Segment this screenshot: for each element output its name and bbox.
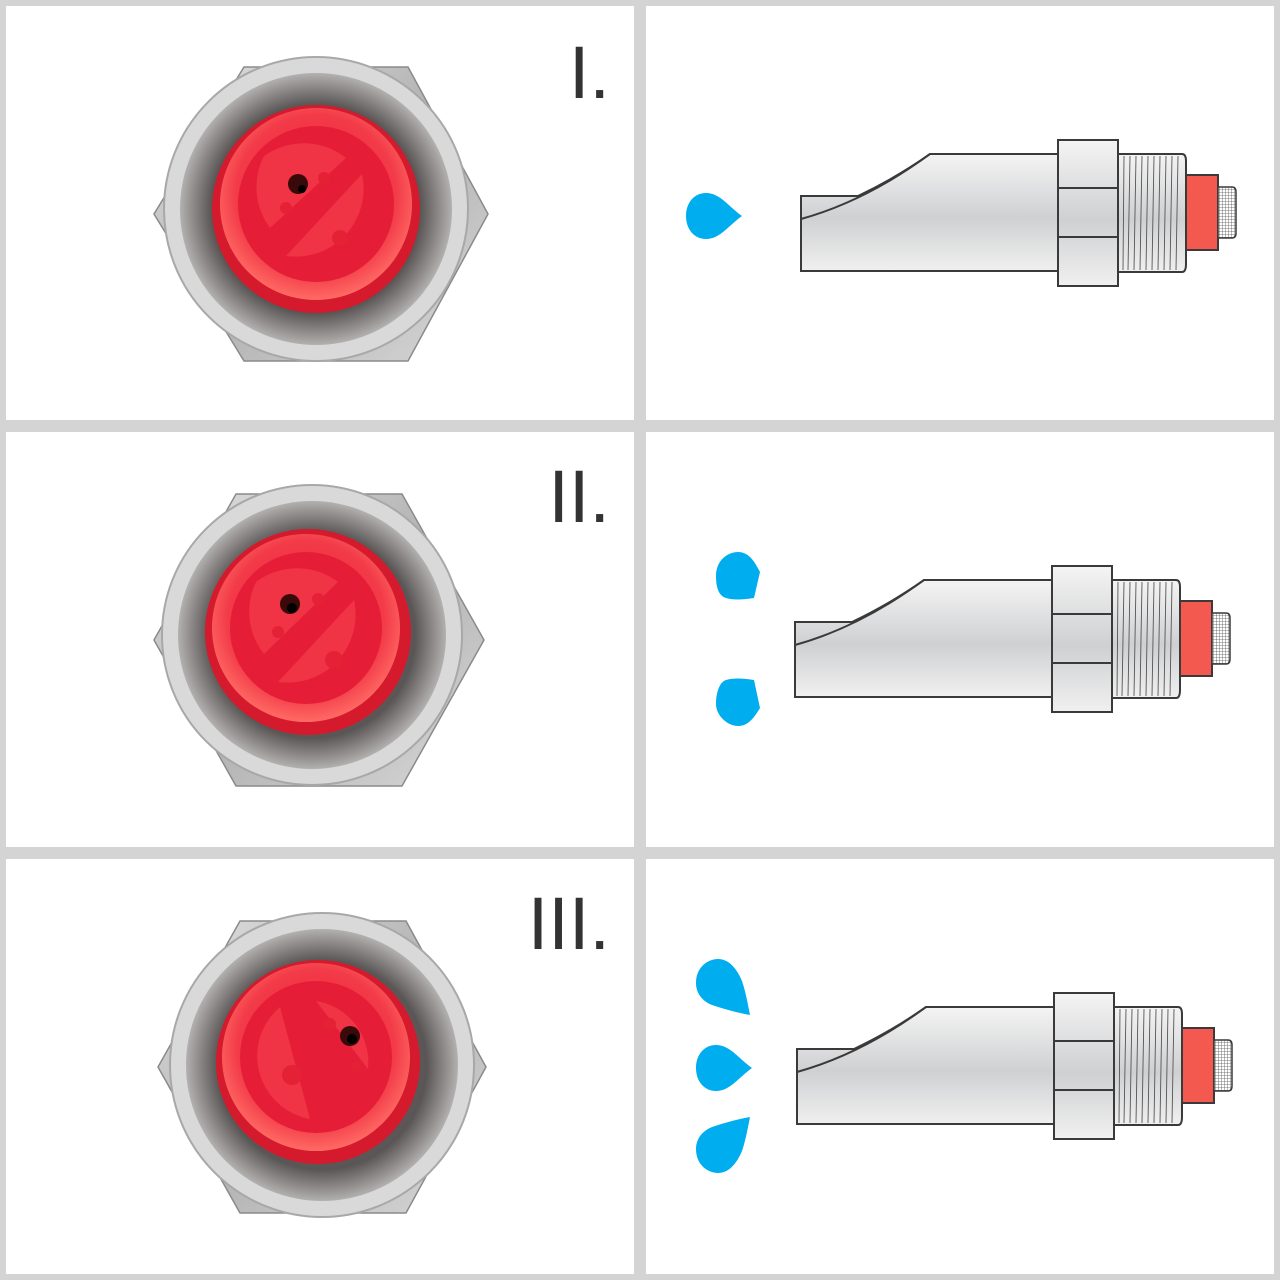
water-droplet-icon <box>716 678 760 726</box>
water-droplet-icon <box>696 1045 752 1091</box>
nozzle-photo-1 <box>153 56 489 362</box>
nozzle-diagram-1 <box>686 139 1237 287</box>
photo-panel-1: I. <box>6 6 634 420</box>
diagram-panel-2 <box>646 432 1274 847</box>
diagram-panel-1 <box>646 6 1274 420</box>
water-droplet-icon <box>696 959 750 1015</box>
setting-numeral-2: II. <box>548 455 610 538</box>
nozzle-photo-2 <box>153 484 485 787</box>
nozzle-diagram-3 <box>696 959 1233 1173</box>
photo-panel-2: II. <box>6 432 634 847</box>
nozzle-diagram-2 <box>716 552 1231 726</box>
water-droplet-icon <box>686 193 742 239</box>
water-droplet-icon <box>696 1117 750 1173</box>
fitting-1 <box>153 56 489 362</box>
setting-numeral-3: III. <box>527 882 610 965</box>
diagram-panel-3 <box>646 859 1274 1274</box>
photo-panel-3: III. <box>6 859 634 1274</box>
setting-numeral-1: I. <box>568 31 610 114</box>
water-droplet-icon <box>716 552 760 600</box>
fitting-3 <box>157 912 487 1218</box>
nozzle-photo-3 <box>157 912 487 1218</box>
fitting-2 <box>153 484 485 787</box>
